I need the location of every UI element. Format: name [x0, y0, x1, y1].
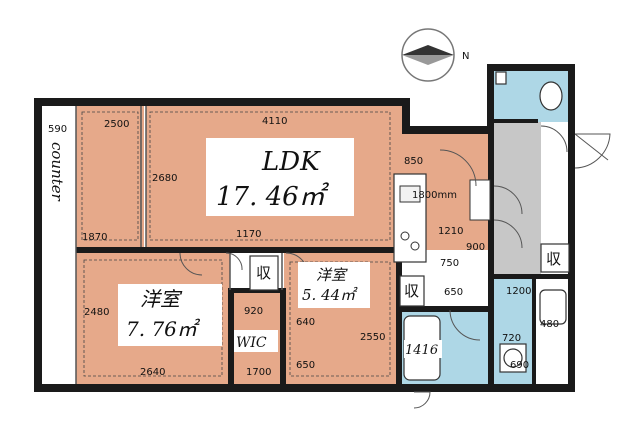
- door-balcony: [413, 391, 431, 409]
- dim-640: 640: [296, 317, 315, 328]
- door-entrance-leaf: [574, 133, 609, 161]
- toilet-bowl: [539, 81, 563, 111]
- dimension-labels: 590 2500 4110 2680 1870 1170 850 1800mm …: [48, 116, 559, 378]
- room-labels: LDK 17. 46㎡ 洋室 7. 76㎡ 洋室 5. 44㎡ WIC coun…: [48, 138, 570, 358]
- doors: [179, 125, 611, 409]
- hallway: [440, 250, 492, 310]
- dim-2640: 2640: [140, 367, 165, 378]
- compass-needle-dark: [402, 45, 454, 55]
- wall-inner-ldk: [76, 247, 396, 253]
- wall-left: [34, 98, 42, 392]
- wall-bath-left: [396, 250, 402, 384]
- dim-590: 590: [48, 124, 67, 135]
- stove-burner-1: [400, 231, 410, 241]
- wall-bath-top: [398, 306, 494, 312]
- dim-480: 480: [540, 319, 559, 330]
- thin-lines: [75, 106, 283, 384]
- kitchen-unit: [393, 173, 491, 263]
- dim-650b: 650: [296, 360, 315, 371]
- dim-900: 900: [466, 242, 485, 253]
- storage3-box: [540, 243, 570, 273]
- compass-needle-light: [402, 55, 454, 65]
- dim-920: 920: [244, 306, 263, 317]
- wall-toilet-bottom: [494, 119, 538, 123]
- storage1-box: [249, 255, 279, 291]
- fixtures: [403, 71, 567, 381]
- western1-label: 洋室: [140, 287, 183, 311]
- compass: N: [401, 28, 469, 82]
- wall-top: [34, 98, 408, 106]
- wall-top-right: [402, 126, 494, 134]
- dim-4110: 4110: [262, 116, 287, 127]
- dim-650a: 650: [444, 287, 463, 298]
- counter-strip: [42, 105, 76, 385]
- door-entrance: [574, 133, 611, 169]
- wall-wash-top: [492, 274, 572, 279]
- door-ldk: [439, 149, 477, 187]
- dim-2480: 2480: [84, 307, 109, 318]
- left-upper-dash: [81, 111, 139, 241]
- ldk-dash: [149, 111, 391, 241]
- entrance-corridor: [493, 122, 541, 277]
- storage2-box: [399, 275, 425, 307]
- dim-2680: 2680: [152, 173, 177, 184]
- wall-top-step: [402, 98, 410, 134]
- wall-wic-left: [228, 290, 234, 384]
- wall-bottom: [34, 384, 574, 392]
- door-corridor-2: [493, 219, 523, 249]
- counter-label: counter: [48, 142, 66, 202]
- washbasin: [539, 289, 567, 325]
- dim-1700: 1700: [246, 367, 271, 378]
- wic-label: WIC: [236, 335, 267, 351]
- door-storage: [225, 252, 243, 271]
- wall-right: [568, 64, 575, 392]
- western1-area: 7. 76㎡: [126, 317, 201, 341]
- ldk-area: 17. 46㎡: [216, 182, 330, 212]
- dim-1800: 1800mm: [412, 190, 457, 201]
- kitchen-sink: [399, 185, 421, 203]
- dim-2550: 2550: [360, 332, 385, 343]
- dim-2500: 2500: [104, 119, 129, 130]
- door-corridor-1: [493, 185, 523, 215]
- dim-850: 850: [404, 156, 423, 167]
- western2-label: 洋室: [316, 266, 348, 284]
- left-upper-floor: [76, 105, 144, 250]
- wall-toilet-left: [487, 64, 494, 134]
- door-washroom: [449, 309, 481, 341]
- storage3-label: 収: [546, 250, 561, 268]
- western2-area: 5. 44㎡: [302, 286, 358, 304]
- western2-label-bg: [298, 262, 370, 308]
- dim-1210: 1210: [438, 226, 463, 237]
- dim-720: 720: [502, 333, 521, 344]
- door-toilet: [540, 125, 568, 153]
- dim-1870: 1870: [82, 232, 107, 243]
- stove-burner-2: [410, 241, 420, 251]
- walls: [34, 64, 575, 392]
- ldk-label-bg: [206, 138, 354, 216]
- dim-1200: 1200: [506, 286, 531, 297]
- wall-corridor: [488, 134, 494, 384]
- compass-north-label: N: [462, 51, 469, 62]
- wall-toilet-top: [487, 64, 575, 71]
- dim-690: 690: [510, 360, 529, 371]
- ldk-floor-right: [406, 130, 490, 275]
- ldk-label: LDK: [261, 147, 321, 177]
- western1-label-bg: [118, 284, 222, 346]
- fridge-space: [469, 179, 491, 221]
- wall-wic-right: [280, 290, 286, 384]
- washing-machine-drum: [503, 348, 523, 368]
- door-western1: [179, 252, 203, 276]
- toilet-tank: [495, 71, 507, 85]
- storage1-label: 収: [256, 264, 271, 282]
- bath-label: 1416: [405, 343, 438, 358]
- bath-label-bg: [404, 340, 442, 358]
- dim-750: 750: [440, 258, 459, 269]
- wall-wash-mid: [532, 277, 536, 384]
- storage2-label: 収: [404, 282, 419, 300]
- wic-label-bg: [234, 330, 278, 352]
- dim-1170: 1170: [236, 229, 261, 240]
